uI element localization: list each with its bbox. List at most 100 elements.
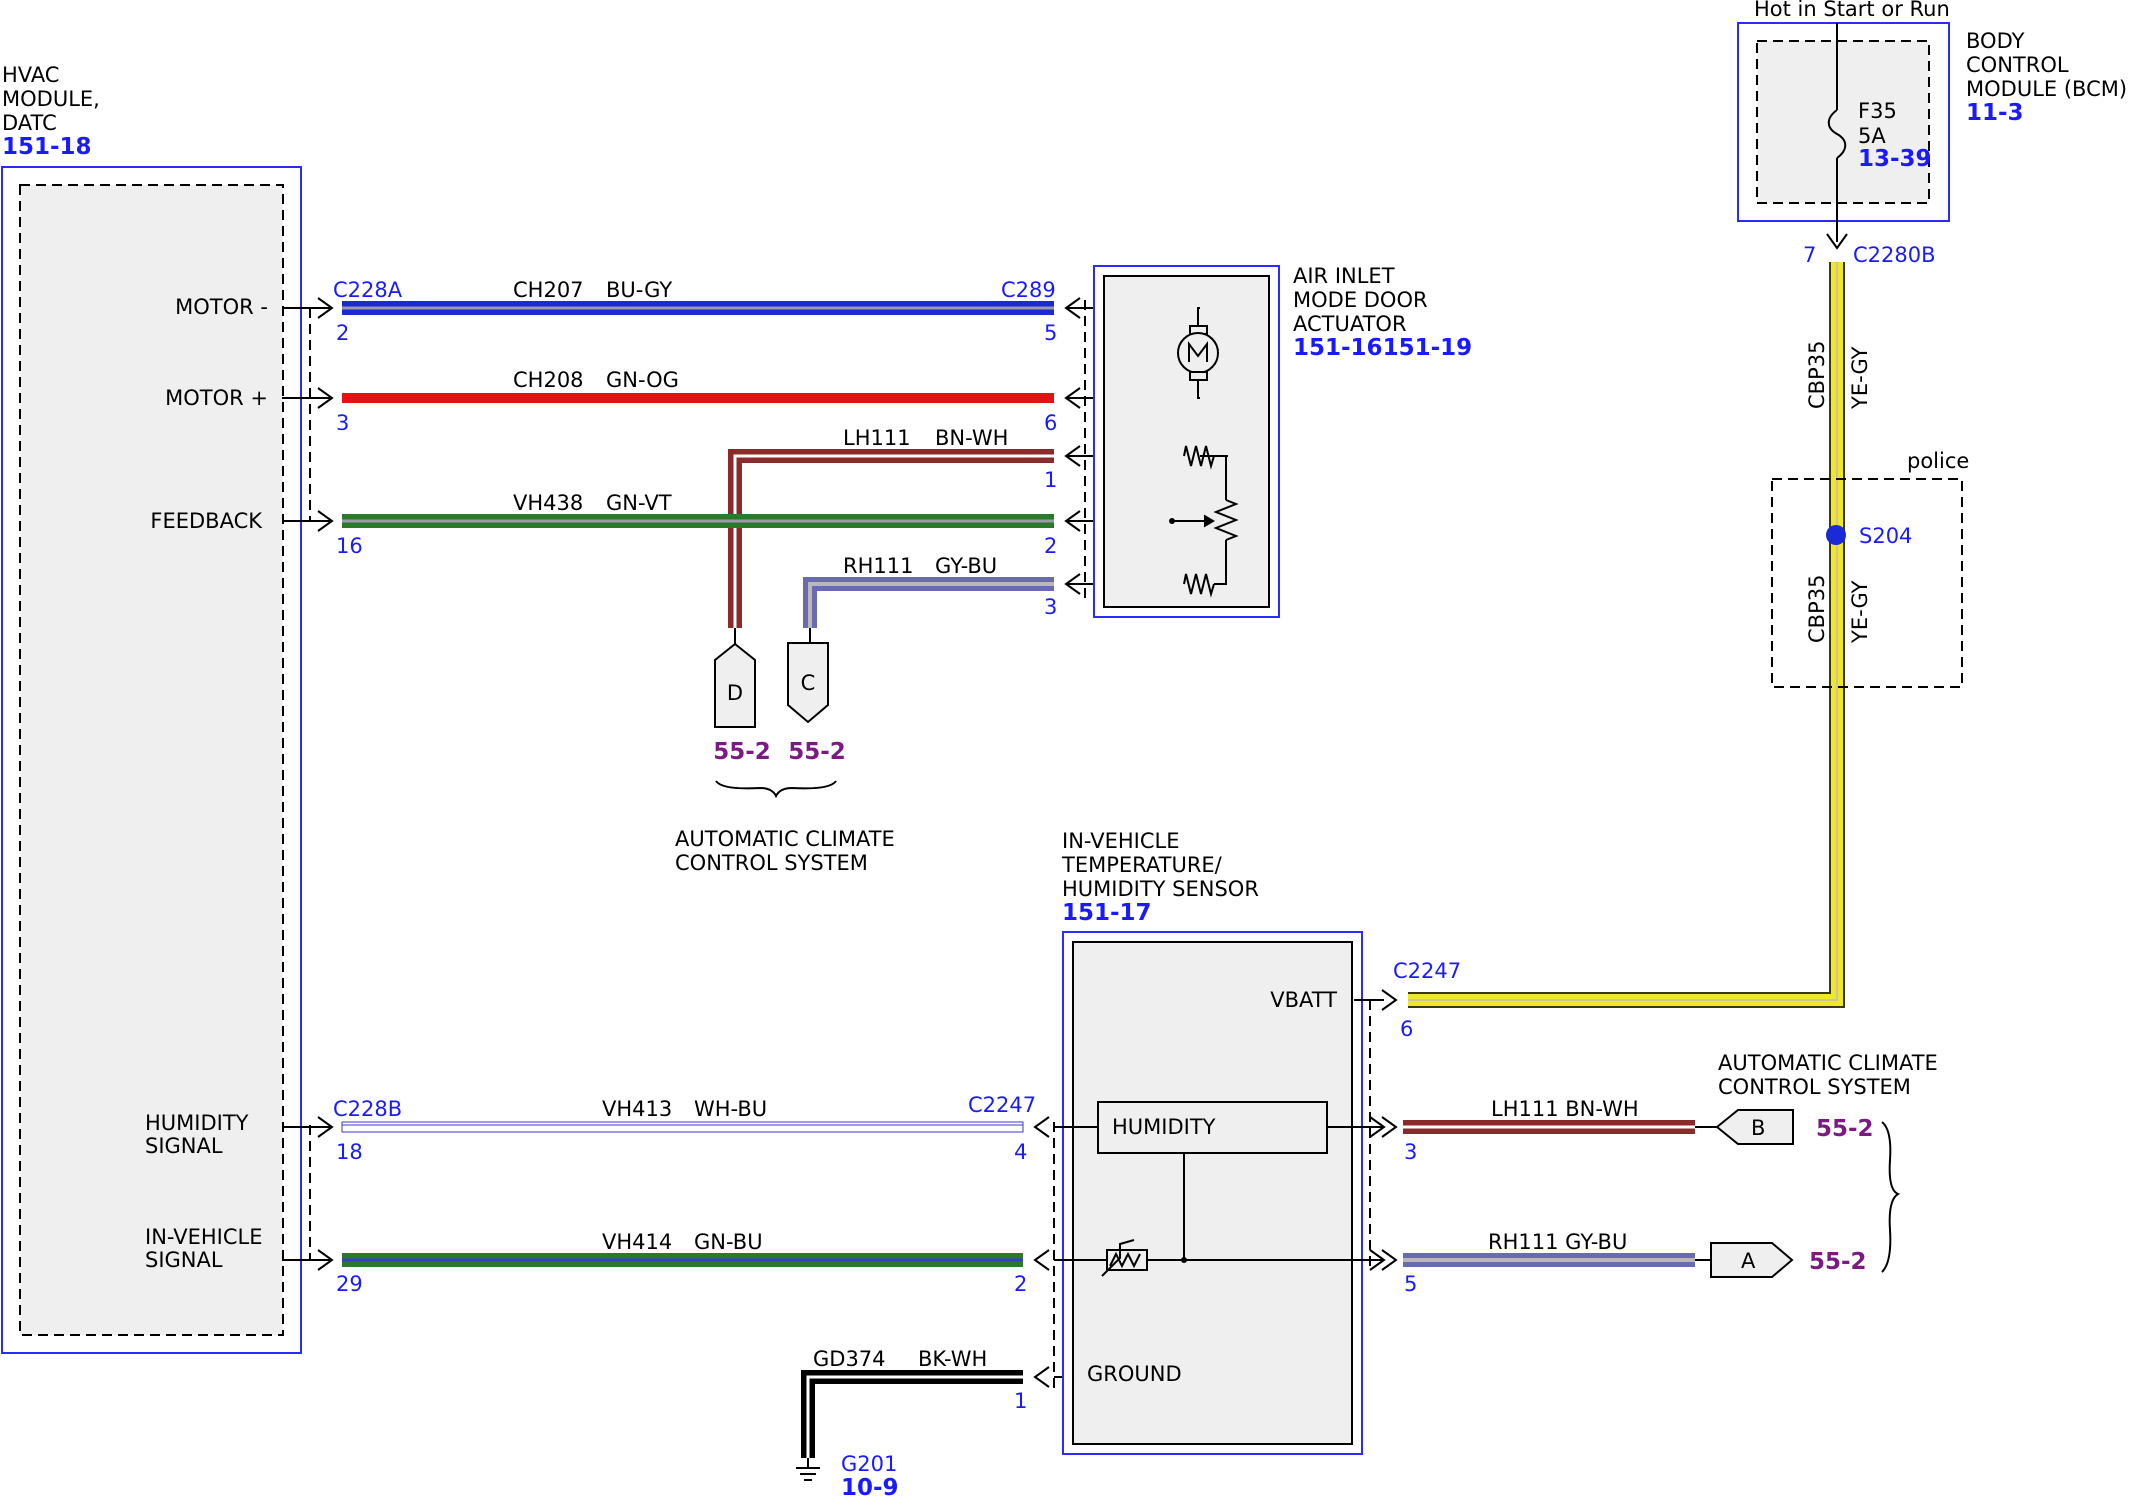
splice-name: S204 xyxy=(1859,524,1912,548)
offpage-c[interactable]: C 55-2 xyxy=(787,628,846,765)
ground-name: G201 xyxy=(841,1452,897,1476)
splice-dot xyxy=(1826,525,1846,545)
ch207-pin-right: 5 xyxy=(1044,321,1057,345)
actuator-body xyxy=(1103,275,1270,608)
sensor-title-line3: HUMIDITY SENSOR xyxy=(1062,877,1259,901)
rh111-right-pin: 5 xyxy=(1404,1272,1417,1296)
thermistor-icon xyxy=(1101,1239,1148,1277)
offpage-c-ref[interactable]: 55-2 xyxy=(788,739,846,765)
gd374-circuit: GD374 xyxy=(813,1347,886,1371)
cbp35-lower-circuit: CBP35 xyxy=(1805,575,1829,643)
humidity-signal-line2: SIGNAL xyxy=(145,1134,223,1158)
fuse-rating: 5A xyxy=(1858,124,1886,148)
group-brace-mid xyxy=(715,780,837,799)
hvac-ref[interactable]: 151-18 xyxy=(2,134,92,160)
wire-lh111[interactable]: LH111 BN-WH 1 xyxy=(728,426,1200,628)
wire-vh414[interactable]: 29 VH414 GN-BU 2 xyxy=(282,1230,1050,1296)
cbp35-lower-color: YE-GY xyxy=(1848,580,1872,644)
wire-rh111-right[interactable]: RH111 GY-BU 5 xyxy=(1369,1230,1711,1296)
gd374-color: BK-WH xyxy=(918,1347,987,1371)
motor-plus-label: MOTOR + xyxy=(165,386,268,410)
vh414-circuit: VH414 xyxy=(602,1230,672,1254)
bcm-title-line2: CONTROL xyxy=(1966,53,2069,77)
sensor-title-line2: TEMPERATURE/ xyxy=(1061,853,1223,877)
sensor-ref[interactable]: 151-17 xyxy=(1062,900,1152,926)
group-mid-line1: AUTOMATIC CLIMATE xyxy=(675,827,895,851)
vh438-pin-right: 2 xyxy=(1044,534,1057,558)
bcm-pin: 7 xyxy=(1803,243,1816,267)
bcm-power-note: Hot in Start or Run xyxy=(1754,0,1950,21)
cbp35-upper-circuit: CBP35 xyxy=(1805,341,1829,409)
sensor-humidity-label: HUMIDITY xyxy=(1112,1115,1216,1139)
hvac-body xyxy=(19,184,284,1336)
actuator-title-line1: AIR INLET xyxy=(1293,264,1395,288)
sensor-body xyxy=(1072,941,1353,1445)
actuator-ref[interactable]: 151-16151-19 xyxy=(1293,335,1472,361)
air-inlet-actuator: AIR INLET MODE DOOR ACTUATOR 151-16151-1… xyxy=(1093,264,1472,618)
vh438-circuit: VH438 xyxy=(513,491,583,515)
group-right-line2: CONTROL SYSTEM xyxy=(1718,1075,1911,1099)
ch207-pin-left: 2 xyxy=(336,321,349,345)
sensor-vbatt: VBATT xyxy=(1270,988,1337,1012)
humidity-element xyxy=(1097,1101,1328,1154)
ch208-circuit: CH208 xyxy=(513,368,584,392)
rh111-right-label: RH111 GY-BU xyxy=(1488,1230,1627,1254)
police-option-label: police xyxy=(1907,449,1969,473)
ground-g201[interactable]: G201 10-9 xyxy=(796,1452,899,1497)
wire-vh413[interactable]: C228B 18 VH413 WH-BU C2247 4 xyxy=(282,1093,1050,1164)
group-mid-line2: CONTROL SYSTEM xyxy=(675,851,868,875)
c289-label: C289 xyxy=(1001,278,1056,302)
c2247-right-label: C2247 xyxy=(1393,959,1461,983)
bcm-module: Hot in Start or Run BODY CONTROL MODULE … xyxy=(1737,0,2127,267)
actuator-title-line3: ACTUATOR xyxy=(1293,312,1407,336)
offpage-b-letter: B xyxy=(1751,1116,1765,1140)
offpage-d[interactable]: D 55-2 xyxy=(713,628,771,765)
wire-cbp35[interactable]: CBP35 YE-GY CBP35 YE-GY xyxy=(1408,262,1872,1008)
invehicle-signal-line2: SIGNAL xyxy=(145,1248,223,1272)
vh414-pin-left: 29 xyxy=(336,1272,363,1296)
wire-vh438[interactable]: 16 VH438 GN-VT 2 xyxy=(282,491,1172,558)
ch208-pin-left: 3 xyxy=(336,411,349,435)
offpage-a[interactable]: A 55-2 xyxy=(1710,1242,1867,1278)
invehicle-signal-line1: IN-VEHICLE xyxy=(145,1225,263,1249)
offpage-a-letter: A xyxy=(1741,1249,1756,1273)
splice-s204[interactable]: police S204 xyxy=(1771,449,1969,688)
fuse-icon xyxy=(1827,23,1847,242)
motor-minus-label: MOTOR - xyxy=(175,295,268,319)
offpage-c-letter: C xyxy=(801,671,816,695)
bcm-connector: C2280B xyxy=(1853,243,1936,267)
wire-ch208[interactable]: 3 CH208 GN-OG 6 xyxy=(282,368,1200,435)
vh413-color: WH-BU xyxy=(694,1097,767,1121)
c2247-left-label: C2247 xyxy=(968,1093,1036,1117)
vh413-pin-left: 18 xyxy=(336,1140,363,1164)
ground-ref[interactable]: 10-9 xyxy=(841,1475,899,1497)
hvac-module: HVAC MODULE, DATC 151-18 MOTOR - MOTOR +… xyxy=(1,63,311,1354)
lh111-pin-right: 1 xyxy=(1044,468,1057,492)
bcm-ref[interactable]: 11-3 xyxy=(1966,100,2024,126)
wire-ch207[interactable]: C228A 2 CH207 BU-GY C289 5 xyxy=(282,278,1200,345)
hvac-title-line2: MODULE, xyxy=(2,87,100,111)
gd374-pin: 1 xyxy=(1014,1389,1027,1413)
vbatt-connection[interactable]: C2247 6 xyxy=(1381,959,1461,1041)
bcm-title-line1: BODY xyxy=(1966,29,2025,53)
c228b-label: C228B xyxy=(333,1097,402,1121)
humidity-signal-line1: HUMIDITY xyxy=(145,1111,249,1135)
fuse-ref[interactable]: 13-39 xyxy=(1858,146,1932,172)
actuator-title-line2: MODE DOOR xyxy=(1293,288,1428,312)
offpage-b-ref[interactable]: 55-2 xyxy=(1816,1116,1874,1142)
offpage-b[interactable]: B 55-2 xyxy=(1715,1109,1874,1145)
wire-rh111[interactable]: RH111 GY-BU 3 xyxy=(803,554,1200,628)
group-brace-right xyxy=(1881,1121,1901,1273)
sensor-module: IN-VEHICLE TEMPERATURE/ HUMIDITY SENSOR … xyxy=(1054,829,1384,1455)
sensor-ground-label: GROUND xyxy=(1087,1362,1182,1386)
ch208-pin-right: 6 xyxy=(1044,411,1057,435)
wire-gd374[interactable]: GD374 BK-WH 1 xyxy=(801,1347,1050,1458)
vh438-pin-left: 16 xyxy=(336,534,363,558)
hvac-title-line1: HVAC xyxy=(2,63,59,87)
ch208-color: GN-OG xyxy=(606,368,679,392)
offpage-a-ref[interactable]: 55-2 xyxy=(1809,1249,1867,1275)
wire-lh111-right[interactable]: LH111 BN-WH 3 xyxy=(1369,1097,1717,1164)
offpage-d-ref[interactable]: 55-2 xyxy=(713,739,771,765)
feedback-label: FEEDBACK xyxy=(150,509,263,533)
